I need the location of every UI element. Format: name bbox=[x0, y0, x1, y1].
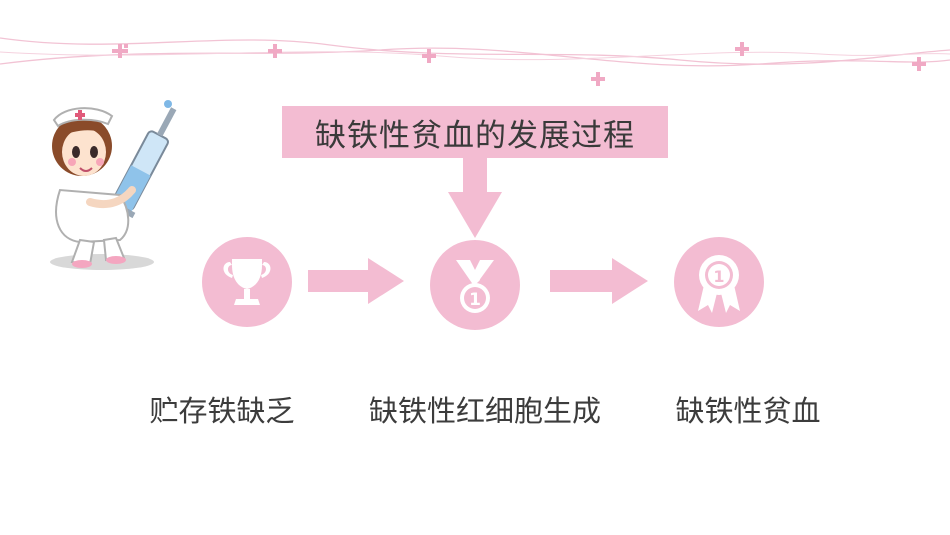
trophy-icon bbox=[202, 237, 292, 327]
step-label-iron-deficiency-anemia: 缺铁性贫血 bbox=[675, 394, 821, 428]
nurse-illustration bbox=[50, 100, 177, 270]
svg-text:1: 1 bbox=[713, 267, 724, 286]
cross-mark-icon bbox=[912, 57, 926, 71]
step-label-iron-deficient-erythropoiesis: 缺铁性红细胞生成 bbox=[368, 394, 602, 428]
decorative-wave-border bbox=[0, 37, 950, 86]
award-rosette-icon: 1 bbox=[674, 237, 764, 327]
cross-mark-icon bbox=[735, 42, 749, 56]
svg-text:1: 1 bbox=[469, 290, 481, 310]
page-title: 缺铁性贫血的发展过程 bbox=[282, 106, 668, 158]
right-arrow bbox=[308, 258, 404, 304]
step-label-storage-iron-deficiency: 贮存铁缺乏 bbox=[149, 394, 295, 428]
medal-icon: 1 bbox=[430, 240, 520, 330]
cross-mark-icon bbox=[112, 44, 128, 58]
cross-mark-icon bbox=[422, 49, 436, 63]
cross-mark-icon bbox=[268, 44, 282, 58]
cross-mark-icon bbox=[591, 72, 605, 86]
right-arrow bbox=[550, 258, 648, 304]
